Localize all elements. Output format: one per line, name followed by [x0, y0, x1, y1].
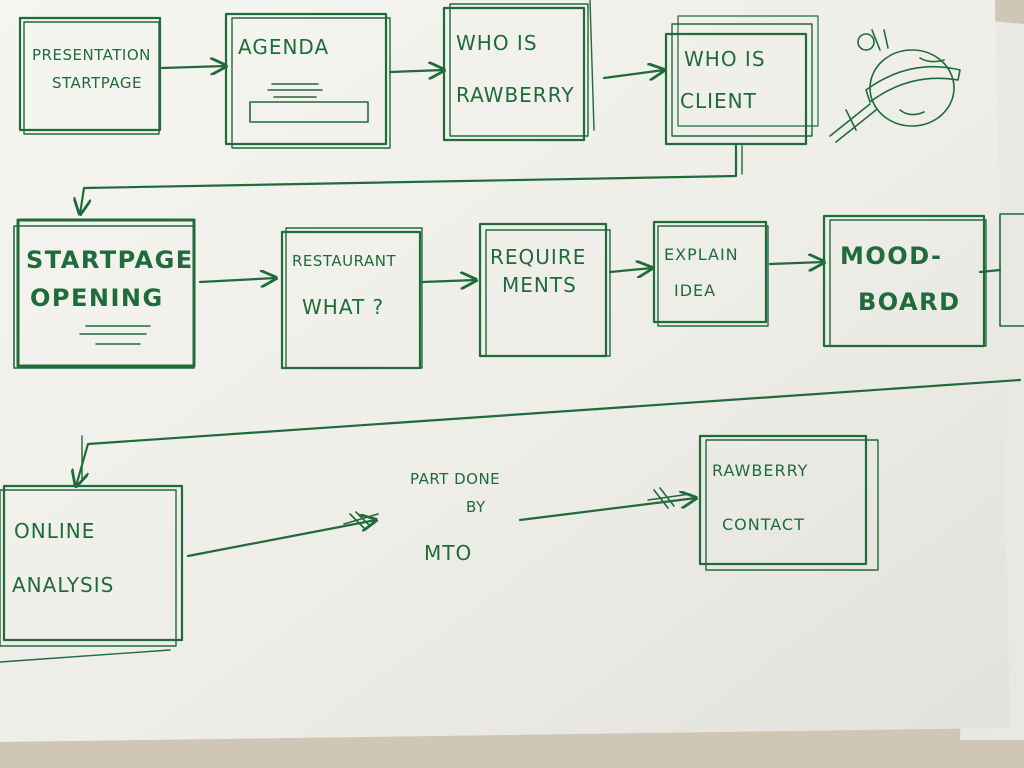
label-contact-line1: RAWBERRY: [712, 461, 808, 480]
label-moodboard-line1: MOOD-: [840, 242, 943, 270]
label-startpage-opening-line1: STARTPAGE: [26, 246, 194, 274]
box-explain-idea: [652, 220, 769, 327]
arrow-requirements-to-explain: [608, 268, 652, 272]
arrow-presentation-to-agenda: [160, 66, 226, 68]
box-requirements: [478, 222, 611, 358]
label-restaurant-line2: WHAT ?: [302, 295, 384, 319]
paper-sheet: [0, 0, 1010, 742]
connector-row2-to-row3: [76, 378, 1022, 486]
label-note-line1: PART DONE: [410, 470, 500, 488]
box-moodboard: [822, 214, 987, 348]
label-note-line3: MTO: [424, 541, 472, 565]
arrow-agenda-to-who-rawberry: [388, 70, 444, 72]
label-explain-line1: EXPLAIN: [664, 245, 739, 264]
box-startpage-opening: [13, 218, 196, 369]
box-restaurant-what: [280, 227, 423, 370]
label-explain-line2: IDEA: [674, 281, 716, 300]
label-who-rawberry-line1: WHO IS: [456, 31, 538, 55]
label-who-client-line1: WHO IS: [684, 47, 766, 71]
label-who-client-line2: CLIENT: [680, 89, 757, 113]
label-presentation-line1: PRESENTATION: [32, 46, 151, 64]
label-contact-line2: CONTACT: [722, 515, 805, 534]
label-presentation-line2: STARTPAGE: [52, 74, 142, 92]
label-requirements-line2: MENTS: [502, 273, 577, 297]
box-who-is-client: [664, 15, 819, 146]
arrow-explain-to-moodboard: [768, 262, 824, 264]
label-restaurant-line1: RESTAURANT: [292, 252, 396, 270]
box-who-is-rawberry: [442, 0, 595, 142]
label-requirements-line1: REQUIRE: [490, 245, 586, 269]
label-online-line1: ONLINE: [14, 519, 95, 543]
arrow-restaurant-to-requirements: [420, 280, 476, 282]
box-cutoff-right: [999, 213, 1024, 327]
arrow-startpage-to-restaurant: [198, 278, 276, 282]
arrow-online-to-note: [186, 520, 376, 558]
label-online-line2: ANALYSIS: [12, 573, 114, 597]
box-agenda: [224, 12, 391, 149]
arrow-note-to-contact: [518, 498, 696, 522]
arrow-moodboard-continue: [978, 268, 1002, 274]
box-presentation-startpage: [18, 16, 162, 135]
strawberry-doodle: [829, 29, 961, 143]
box-rawberry-contact: [698, 434, 879, 571]
box-online-analysis: [0, 484, 184, 663]
label-agenda: AGENDA: [238, 35, 329, 59]
label-moodboard-line2: BOARD: [858, 288, 961, 316]
label-who-rawberry-line2: RAWBERRY: [456, 83, 575, 107]
arrow-who-rawberry-to-who-client: [602, 70, 664, 78]
label-startpage-opening-line2: OPENING: [30, 284, 164, 312]
label-note-line2: BY: [466, 498, 486, 516]
connector-row1-to-row2: [80, 144, 738, 214]
